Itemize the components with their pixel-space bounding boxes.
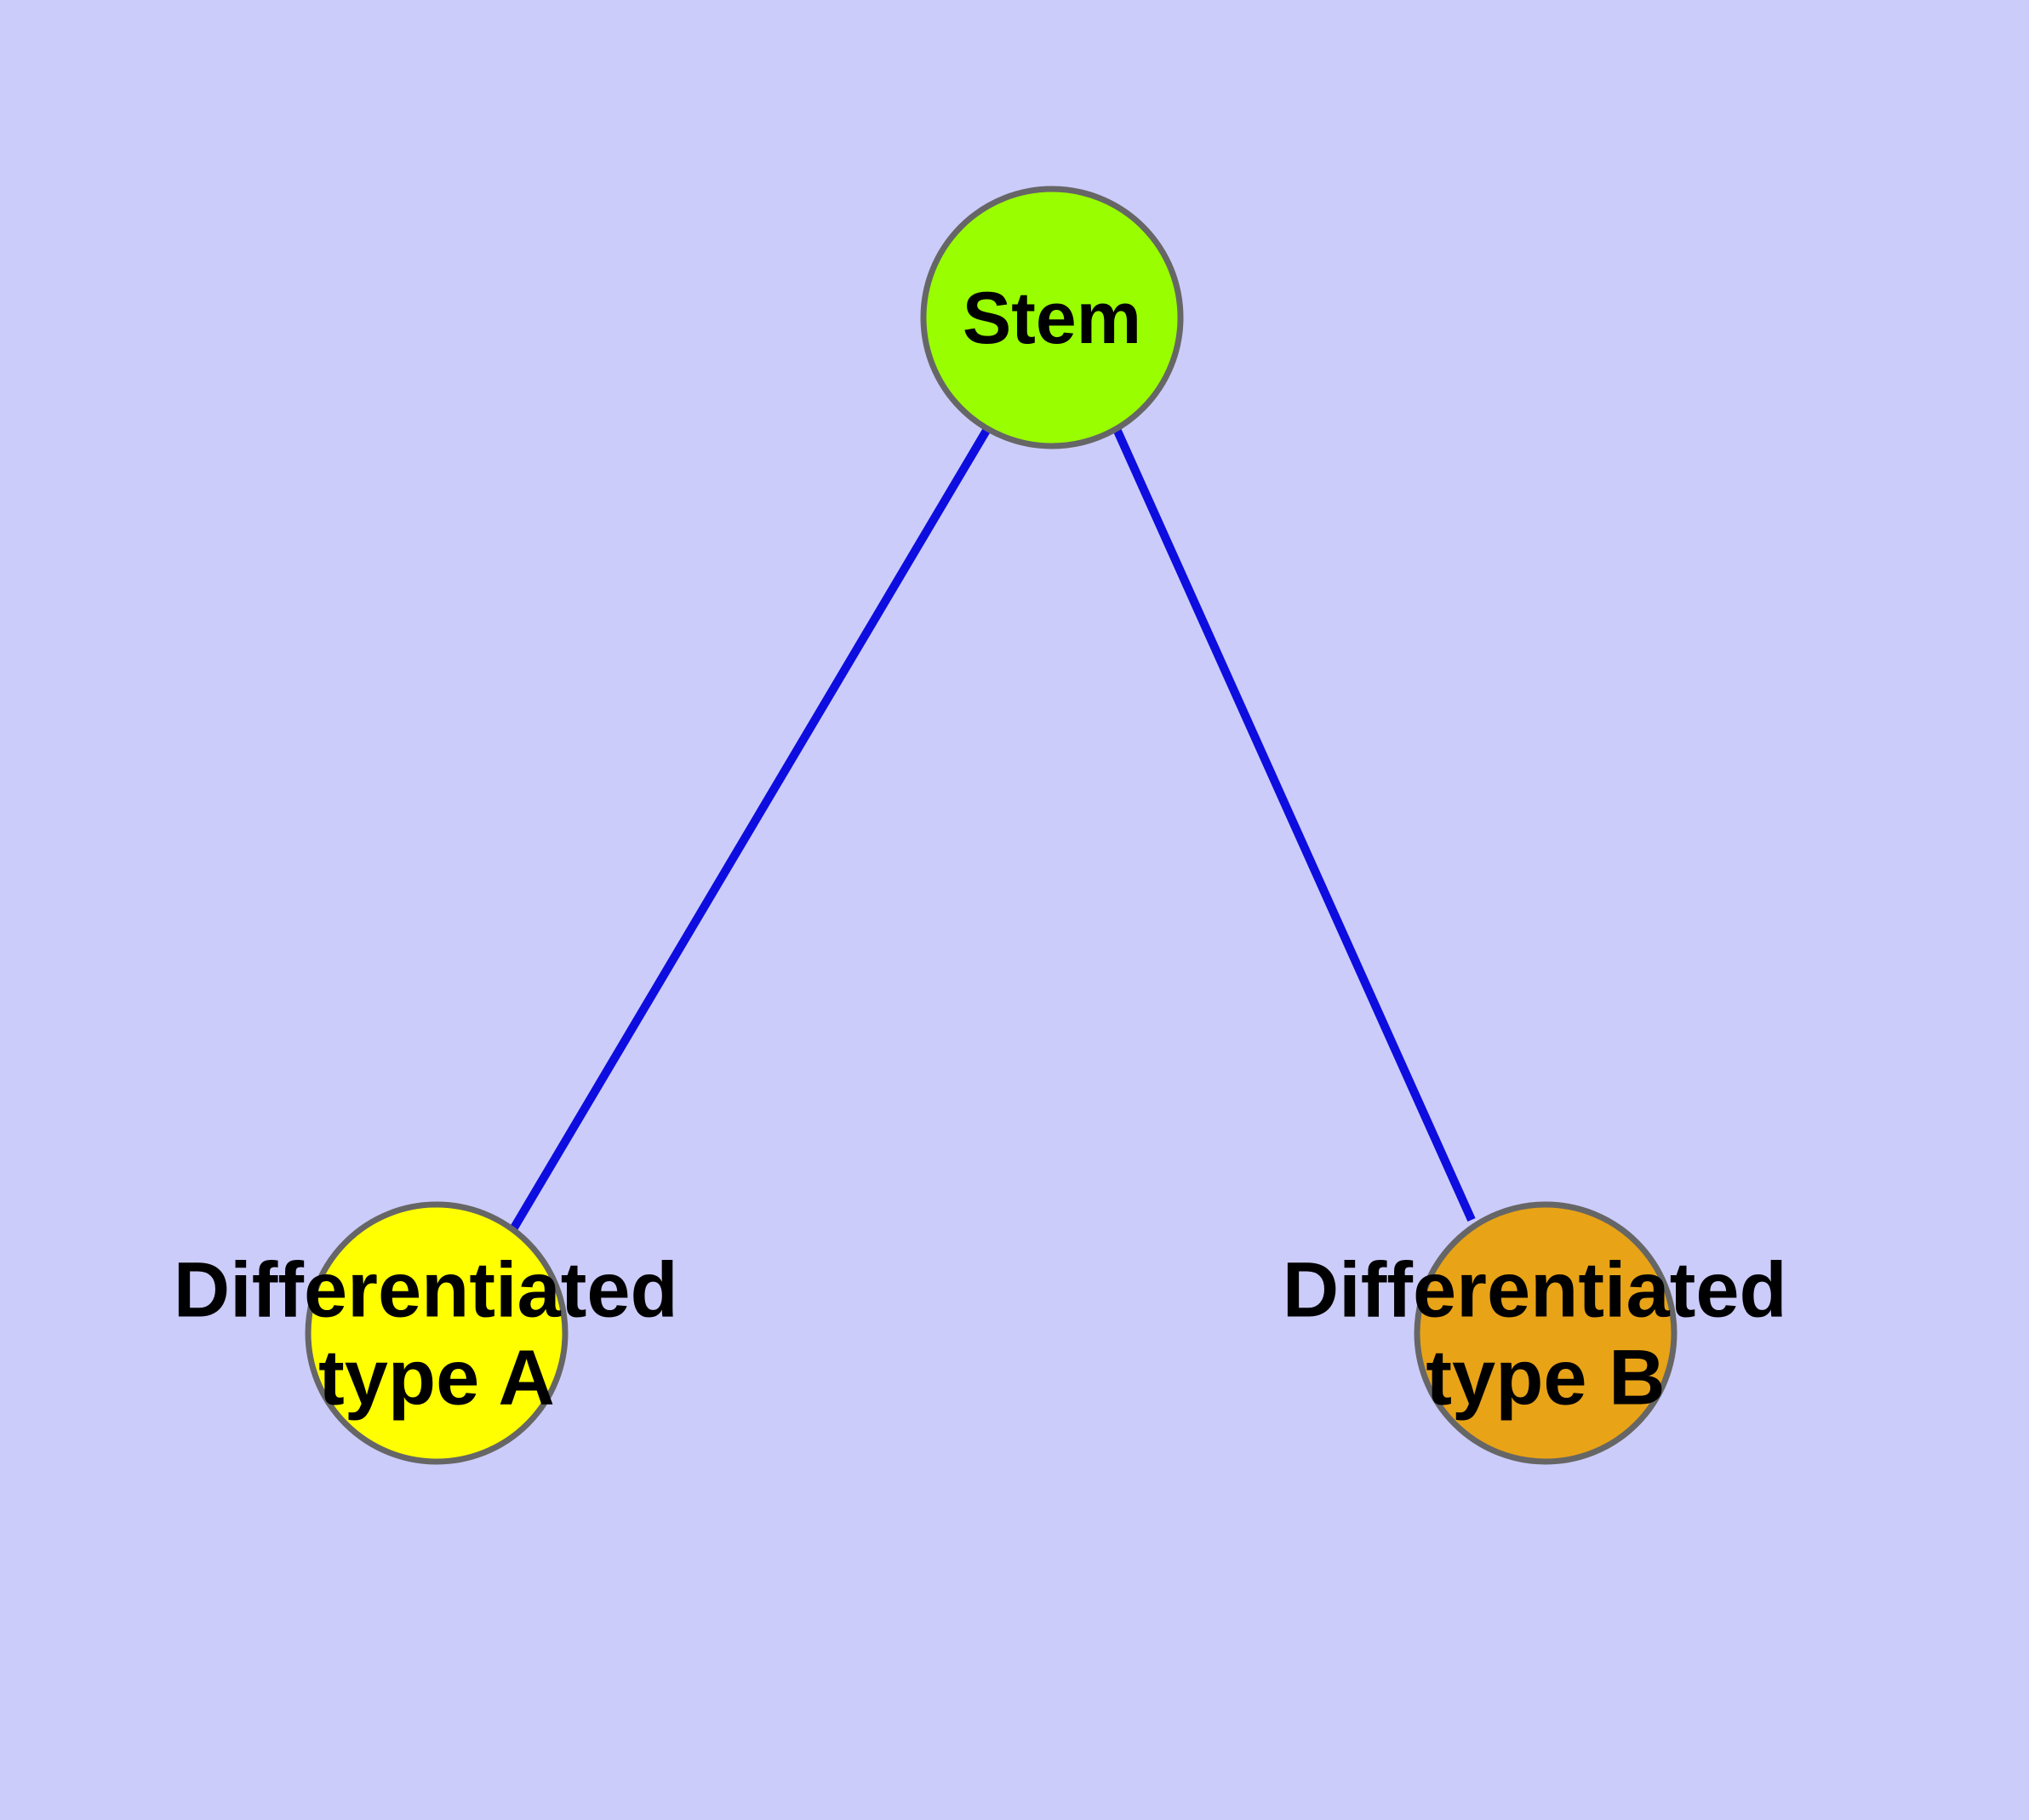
edge-stem-to-differentiated-type-a[interactable] xyxy=(509,426,992,1232)
node-label-differentiated-type-a-line-2: type A xyxy=(318,1335,555,1422)
node-label-stem: Stem xyxy=(963,278,1141,359)
node-stem[interactable] xyxy=(920,186,1184,449)
node-label-differentiated-type-b: Differentiated type B xyxy=(1283,1247,1809,1422)
node-label-differentiated-type-a: Differentiated type A xyxy=(174,1247,700,1422)
node-label-differentiated-type-b-line-1: Differentiated xyxy=(1283,1247,1787,1334)
node-label-differentiated-type-a-line-1: Differentiated xyxy=(174,1247,678,1334)
edges-group xyxy=(509,426,1476,1232)
node-label-stem-line-1: Stem xyxy=(963,278,1141,359)
node-label-differentiated-type-b-line-2: type B xyxy=(1426,1335,1665,1422)
edge-stem-to-differentiated-type-b[interactable] xyxy=(1112,426,1476,1222)
nodes-group xyxy=(305,186,1677,1465)
node-differentiated-type-a[interactable] xyxy=(305,1201,569,1465)
labels-group: Stem Differentiated type A Differentiate… xyxy=(174,278,1809,1422)
node-differentiated-type-b[interactable] xyxy=(1414,1201,1677,1465)
